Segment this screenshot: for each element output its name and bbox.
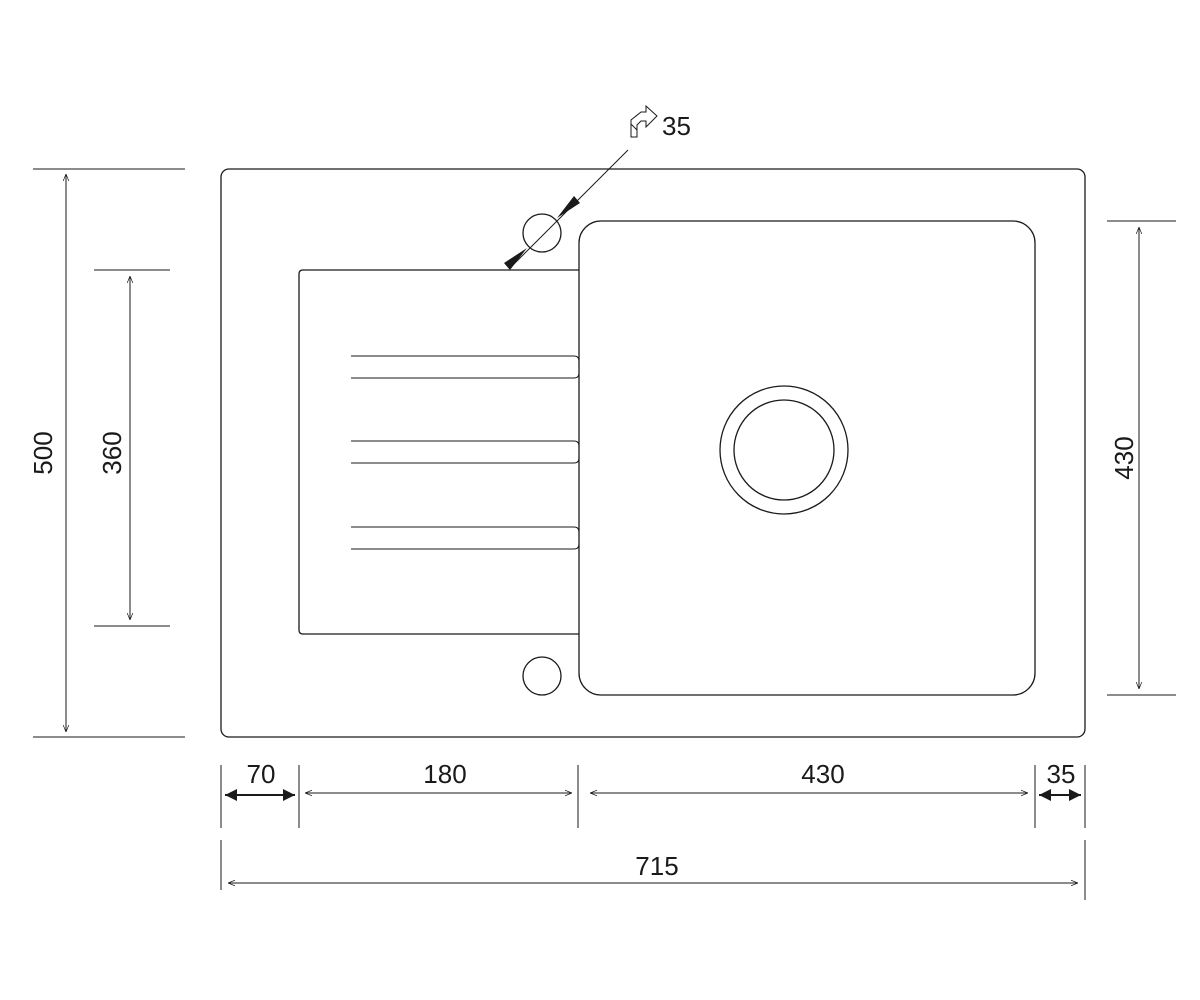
bowl-width-label: 430 [801, 759, 844, 789]
tap-hole [522, 213, 562, 253]
drainer-width-dimension: 180 [305, 759, 572, 793]
left-margin-dimension: 70 [225, 759, 295, 801]
overall-width-label: 715 [635, 851, 678, 881]
tap-hole-leader-arrow-top [557, 196, 580, 218]
right-margin-label: 35 [1047, 759, 1076, 789]
tap-hole-leader-arrow-bottom [504, 248, 527, 270]
overall-height-dimension: 500 [28, 168, 185, 738]
drain-outer [719, 385, 849, 515]
sink-outline [220, 168, 1086, 738]
bottom-extension-lines [220, 765, 1086, 900]
drainer-height-dimension: 360 [94, 269, 170, 627]
tap-hole-symbol-icon [630, 104, 658, 138]
overall-width-dimension: 715 [228, 851, 1078, 883]
drainer-board [298, 269, 579, 635]
drainer-width-label: 180 [423, 759, 466, 789]
drainer-ribs [351, 355, 580, 550]
tap-hole-alternate [522, 656, 562, 696]
right-margin-dimension: 35 [1039, 759, 1081, 801]
bowl-width-dimension: 430 [590, 759, 1028, 793]
overall-height-label: 500 [28, 431, 58, 474]
drainer-rib [351, 355, 580, 379]
bowl-height-dimension: 430 [1107, 220, 1176, 696]
drainer-height-label: 360 [97, 431, 127, 474]
bowl [578, 220, 1036, 696]
bowl-height-label: 430 [1109, 436, 1139, 479]
drainer-rib [351, 526, 580, 550]
drain-inner [733, 399, 835, 501]
drainer-rib [351, 440, 580, 464]
tap-hole-diameter-label: 35 [662, 111, 691, 141]
left-margin-label: 70 [247, 759, 276, 789]
